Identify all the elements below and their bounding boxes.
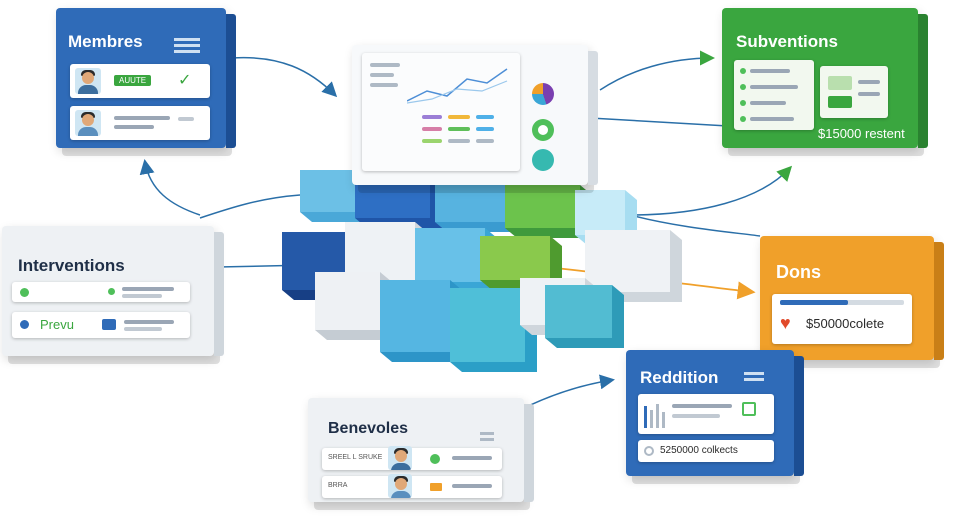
- arrow-cubes-to-dons: [629, 214, 761, 237]
- arrow-cubes-to-interventions: [199, 194, 301, 219]
- avatar: [75, 110, 101, 136]
- avatar: [388, 446, 412, 470]
- arrow-cubes-to-subventions: [629, 165, 793, 216]
- subventions-title: Subventions: [736, 32, 839, 51]
- volunteer-name: SREEL L SRUKE: [328, 454, 383, 461]
- arrow-cubes-up-to-membres: [139, 159, 201, 216]
- coin-icon: [644, 446, 654, 456]
- benevoles-title: Benevoles: [328, 420, 409, 437]
- green-dot-icon: [430, 454, 440, 464]
- member-row[interactable]: AUUTE ✓: [70, 64, 210, 98]
- membres-title: Membres: [68, 32, 143, 51]
- blue-dot-icon: [20, 320, 29, 329]
- interventions-title: Interventions: [18, 256, 125, 275]
- intervention-row[interactable]: Prevu: [12, 312, 190, 338]
- reddition-title: Reddition: [640, 368, 719, 387]
- status-badge: AUUTE: [114, 75, 152, 86]
- menu-icon: [744, 372, 764, 381]
- dashboard-screen: [362, 53, 520, 171]
- donation-panel: ♥ $50000colete: [772, 294, 912, 344]
- check-icon: ✓: [178, 72, 192, 89]
- arrow-dashboard-to-subventions-2: [589, 117, 729, 127]
- menu-icon: [480, 432, 494, 441]
- reddition-amount: 5250000 colkects: [660, 445, 738, 456]
- cube-middle-row: [282, 222, 682, 302]
- membres-card[interactable]: Membres AUUTE ✓: [56, 8, 236, 148]
- subventions-amount: $15000 restent: [818, 126, 905, 141]
- settings-icon: [742, 402, 756, 416]
- dons-amount: $50000colete: [806, 316, 885, 331]
- status-label: Prevu: [40, 317, 74, 332]
- arrow-dashboard-to-subventions: [599, 50, 715, 91]
- report-panel: [638, 394, 774, 434]
- menu-icon: [174, 38, 200, 53]
- total-row: 5250000 colkects: [638, 440, 774, 462]
- dons-card[interactable]: Dons ♥ $50000colete: [760, 236, 944, 360]
- document-icon: [820, 66, 888, 118]
- volunteer-name: BRRA: [328, 482, 348, 489]
- progress-bar: [780, 300, 904, 305]
- volunteer-row[interactable]: BRRA: [322, 474, 502, 498]
- subventions-card[interactable]: Subventions $15000 restent: [722, 8, 928, 148]
- checklist-panel: [734, 60, 814, 130]
- intervention-row[interactable]: [12, 282, 190, 302]
- reddition-card[interactable]: Reddition 5250000 colkects: [626, 350, 804, 476]
- avatar: [388, 474, 412, 498]
- heart-icon: ♥: [780, 313, 791, 333]
- arrow-membres-to-dashboard: [231, 56, 338, 98]
- dons-title: Dons: [776, 262, 821, 282]
- cube-front-row: [315, 272, 624, 372]
- pie-chart-icon: [532, 83, 554, 105]
- orange-tag-icon: [430, 483, 442, 491]
- green-dot-icon: [20, 288, 29, 297]
- teal-dot-icon: [532, 149, 554, 171]
- line-chart-icon: [407, 68, 508, 104]
- dashboard-panel: [352, 45, 598, 185]
- benevoles-card[interactable]: Benevoles SREEL L SRUKE BRRA: [308, 398, 534, 502]
- interventions-card[interactable]: Interventions Prevu: [2, 226, 224, 356]
- member-row[interactable]: [70, 106, 210, 140]
- avatar: [75, 68, 101, 94]
- calendar-icon: [102, 319, 116, 330]
- volunteer-row[interactable]: SREEL L SRUKE: [322, 446, 502, 470]
